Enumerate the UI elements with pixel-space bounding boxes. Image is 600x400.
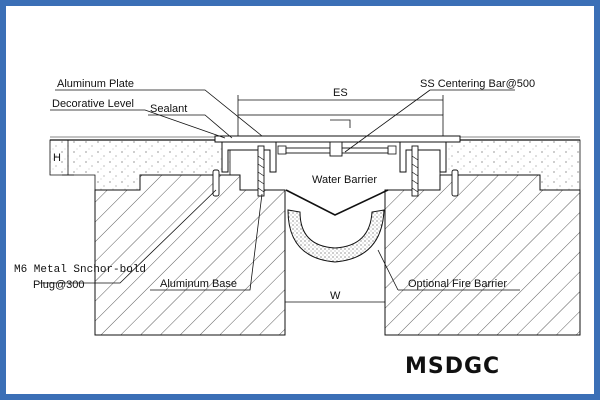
anchor-plug-right	[451, 169, 459, 197]
ss-centering-bar-label: SS Centering Bar@500	[420, 78, 535, 90]
w-label: W	[330, 290, 341, 302]
ss-centering-bar	[285, 141, 389, 157]
screw-right	[411, 145, 419, 197]
right-slab	[384, 174, 581, 336]
anchor-label-line2: Plug@300	[33, 279, 85, 291]
optional-fire-barrier-label: Optional Fire Barrier	[408, 278, 507, 290]
aluminum-base-left	[221, 141, 287, 173]
aluminum-base-label: Aluminum Base	[160, 278, 237, 290]
aluminum-plate-label: Aluminum Plate	[57, 78, 134, 90]
dimension-es	[237, 95, 444, 115]
h-label: H	[53, 152, 61, 164]
dimension-h	[62, 139, 74, 176]
leader-lines	[40, 89, 520, 291]
aluminum-plate	[214, 114, 461, 143]
anchor-label-line1: M6 Metal Snchor-bold	[14, 264, 146, 276]
sealant-label: Sealant	[150, 103, 187, 115]
es-label: ES	[333, 87, 348, 99]
water-barrier	[285, 189, 389, 216]
brand-logo-text: MSDGC	[405, 354, 500, 379]
left-slab	[94, 174, 286, 336]
dimension-w	[284, 296, 386, 308]
water-barrier-label: Water Barrier	[312, 174, 377, 186]
anchor-plug-left	[212, 169, 220, 197]
screw-left	[257, 145, 265, 197]
decorative-level-label: Decorative Level	[52, 98, 134, 110]
optional-fire-barrier	[287, 209, 385, 263]
